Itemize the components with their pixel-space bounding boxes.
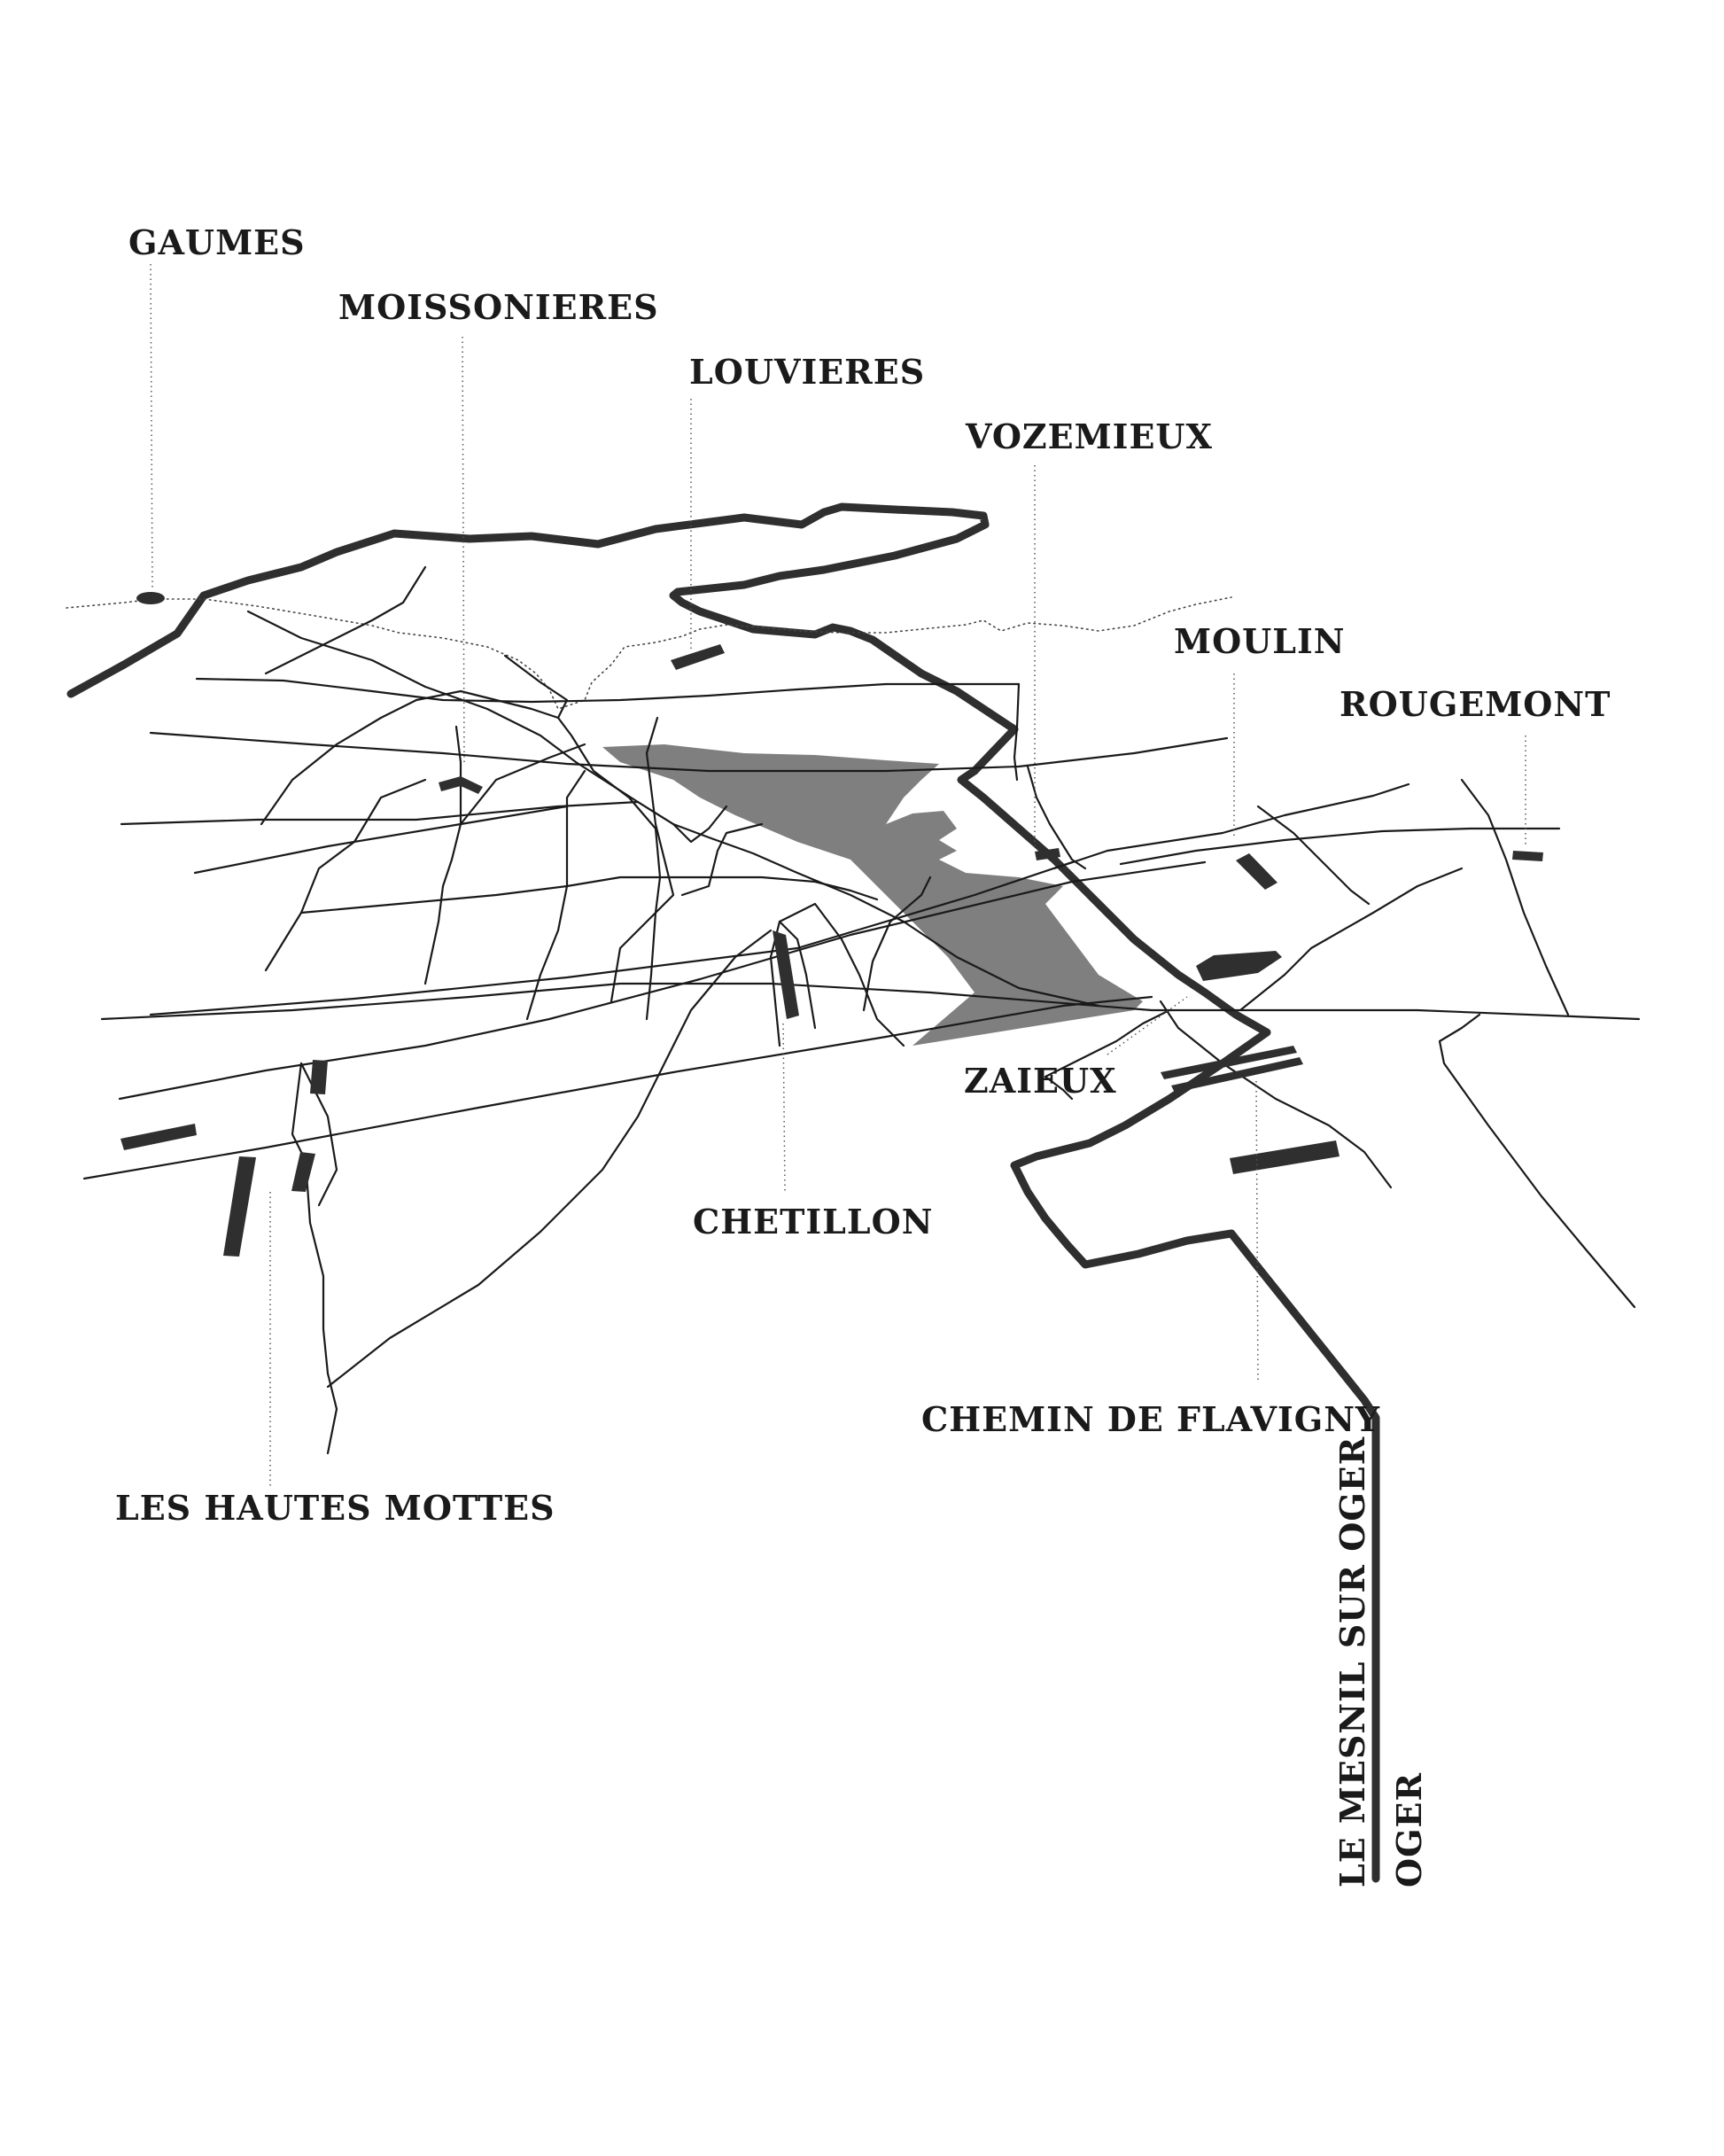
label-gaumes: GAUMES	[128, 222, 306, 262]
parcel-hautes-mottes-4	[310, 1060, 328, 1094]
label-chemin-de-flavigny: CHEMIN DE FLAVIGNY	[921, 1399, 1380, 1439]
gaumes-marker	[136, 592, 165, 604]
parcel-moissonieres	[439, 776, 483, 794]
road-network	[82, 565, 1641, 1455]
highlighted-vineyard-area	[602, 744, 1143, 1046]
parcel-zaieux	[1196, 951, 1282, 981]
leader-lines	[150, 263, 1526, 1489]
label-moissonieres: MOISSONIERES	[338, 287, 659, 327]
label-louvieres: LOUVIERES	[689, 352, 925, 392]
parcel-flavigny-1	[1161, 1046, 1297, 1079]
parcel-hautes-mottes-2	[223, 1156, 256, 1257]
parcel-flavigny-2	[1171, 1057, 1303, 1093]
label-rougemont: ROUGEMONT	[1340, 684, 1611, 724]
parcel-flavigny-3	[1230, 1140, 1340, 1174]
parcel-chetillon	[773, 930, 799, 1019]
parcel-hautes-mottes-3	[291, 1152, 315, 1192]
label-zaieux: ZAIEUX	[964, 1061, 1117, 1101]
parcel-rougemont	[1512, 851, 1543, 861]
commune-boundary	[66, 502, 1380, 1883]
vineyard-parcels	[120, 592, 1543, 1257]
parcel-moulin	[1236, 853, 1277, 890]
dotted-boundary	[66, 596, 1232, 710]
label-vozemieux: VOZEMIEUX	[965, 416, 1213, 456]
parcel-vozemieux	[1035, 848, 1060, 860]
label-les-hautes-mottes: LES HAUTES MOTTES	[115, 1488, 555, 1528]
label-chetillon: CHETILLON	[693, 1202, 933, 1241]
label-moulin: MOULIN	[1174, 621, 1346, 661]
label-oger: OGER	[1389, 1772, 1429, 1887]
parcel-louvieres	[671, 644, 725, 670]
parcel-hautes-mottes-1	[120, 1124, 197, 1150]
label-le-mesnil-sur-oger: LE MESNIL SUR OGER	[1332, 1436, 1372, 1887]
